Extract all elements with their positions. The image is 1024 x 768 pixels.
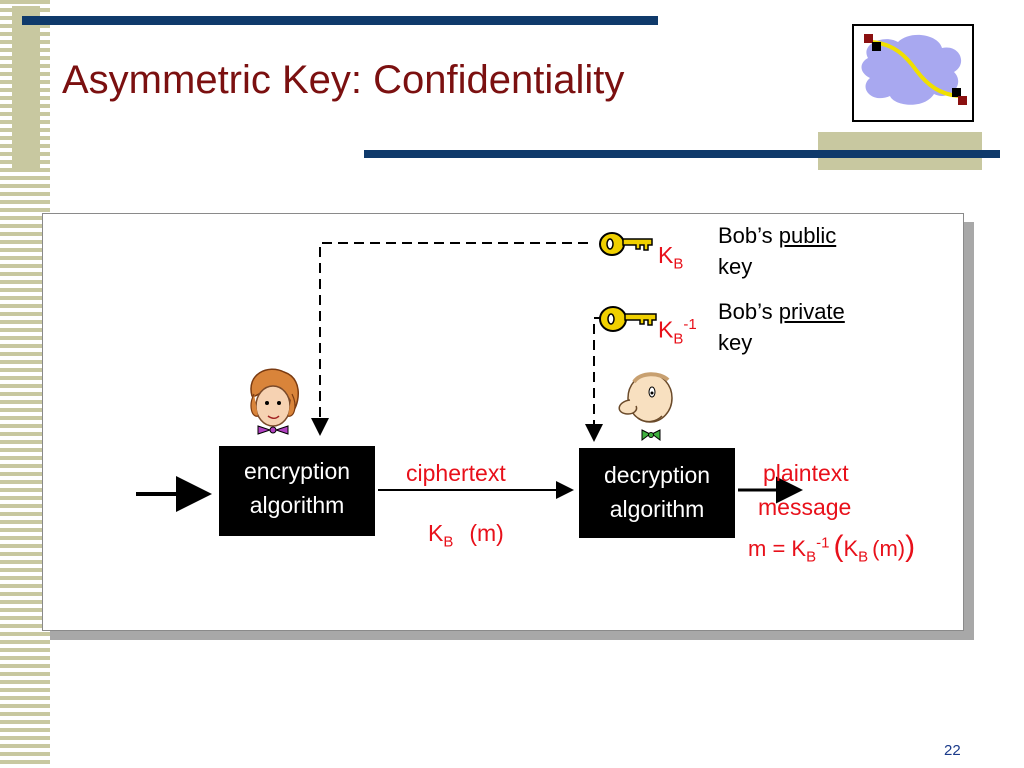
bob-icon: [618, 372, 673, 441]
private-key-symbol: KB-1: [658, 316, 697, 348]
public-key-symbol: KB: [658, 242, 684, 273]
plaintext-label: plaintext: [763, 460, 849, 486]
decryption-algorithm-box: decryption algorithm: [579, 448, 735, 538]
public-key-note: Bob’s public key: [718, 223, 837, 279]
ciphertext-label: ciphertext: [406, 460, 506, 486]
key-icon: [599, 306, 657, 332]
encryption-algorithm-box: encryption algorithm: [219, 446, 375, 536]
key-icon: [599, 232, 653, 256]
page-number: 22: [944, 742, 961, 759]
private-key-dashed-line: [585, 317, 604, 442]
network-cloud-logo-icon: [852, 24, 974, 122]
top-bar: [22, 16, 658, 25]
message-label: message: [758, 494, 852, 520]
public-key-dashed-line: [311, 242, 588, 436]
alice-icon: [250, 368, 299, 435]
encryption-label-line1: encryption: [243, 458, 351, 484]
header-bar: [364, 150, 1000, 158]
slide-title: Asymmetric Key: Confidentiality: [62, 58, 625, 102]
stripe-solid-block: [12, 6, 40, 172]
encryption-label-line2: algorithm: [249, 492, 345, 518]
decryption-label-line2: algorithm: [609, 496, 705, 522]
decryption-label-line1: decryption: [603, 462, 711, 488]
plaintext-formula: m = KB-1(KB(m)): [748, 530, 916, 566]
ciphertext-formula: KB(m): [428, 520, 504, 551]
private-key-note: Bob’s private key: [718, 299, 845, 355]
diagram-frame: [42, 213, 964, 631]
